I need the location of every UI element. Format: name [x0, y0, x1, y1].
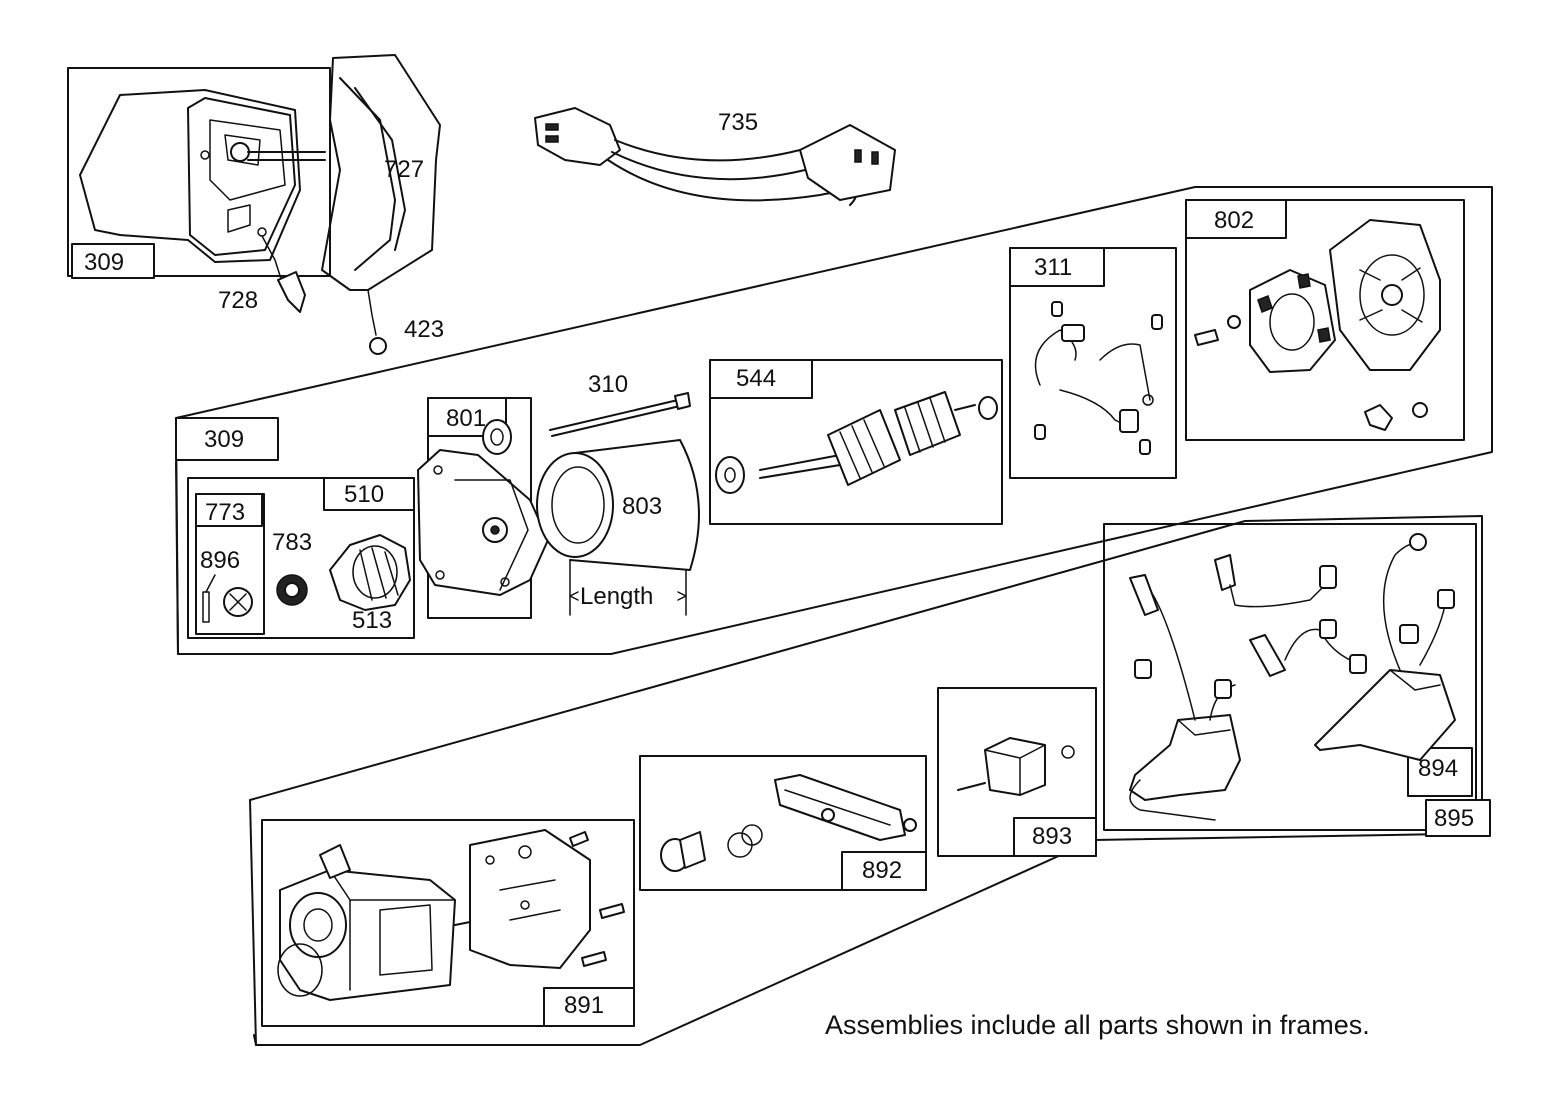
label-894: 894 — [1418, 755, 1458, 782]
label-423: 423 — [404, 316, 444, 343]
label-510: 510 — [344, 481, 384, 508]
part-728: 728 — [218, 235, 306, 314]
frame-802: 802 — [1185, 199, 1465, 441]
label-513: 513 — [352, 607, 392, 634]
label-309-top: 309 — [84, 249, 124, 276]
frame-311: 311 — [1009, 247, 1177, 479]
part-310: 310 — [549, 371, 691, 437]
label-773: 773 — [205, 499, 245, 526]
frame-892: 892 — [639, 755, 927, 891]
label-893: 893 — [1032, 823, 1072, 850]
frame-891: 891 — [261, 819, 635, 1027]
label-309-asm: 309 — [204, 426, 244, 453]
part-423: 423 — [367, 289, 444, 355]
label-892: 892 — [862, 857, 902, 884]
frame-893: 893 — [937, 687, 1097, 857]
label-735: 735 — [718, 109, 758, 136]
label-895: 895 — [1434, 805, 1474, 832]
frame-309-assembly: 309 — [175, 186, 1493, 655]
label-728: 728 — [218, 287, 258, 314]
label-891: 891 — [564, 992, 604, 1019]
label-727: 727 — [384, 156, 424, 183]
label-311: 311 — [1034, 254, 1072, 281]
label-803: 803 — [622, 493, 662, 520]
frame-309-top: 309 — [67, 67, 331, 279]
label-310: 310 — [588, 371, 628, 398]
frame-895: 895 — [1103, 523, 1491, 837]
label-896: 896 — [200, 547, 240, 574]
label-length: Length — [580, 583, 653, 610]
frame-801: 801 — [417, 397, 549, 619]
label-801: 801 — [446, 405, 486, 432]
part-735: 735 — [534, 107, 896, 206]
frame-510: 510 773 896 783 513 — [187, 477, 415, 639]
frame-544: 544 — [709, 359, 1003, 525]
label-802: 802 — [1214, 207, 1254, 234]
caption-assemblies: Assemblies include all parts shown in fr… — [825, 1010, 1370, 1040]
part-727: 727 — [321, 54, 441, 291]
label-544: 544 — [736, 365, 776, 392]
label-783: 783 — [272, 529, 312, 556]
frame-894: 894 — [1314, 533, 1473, 797]
part-803: 803 Length — [536, 439, 700, 616]
